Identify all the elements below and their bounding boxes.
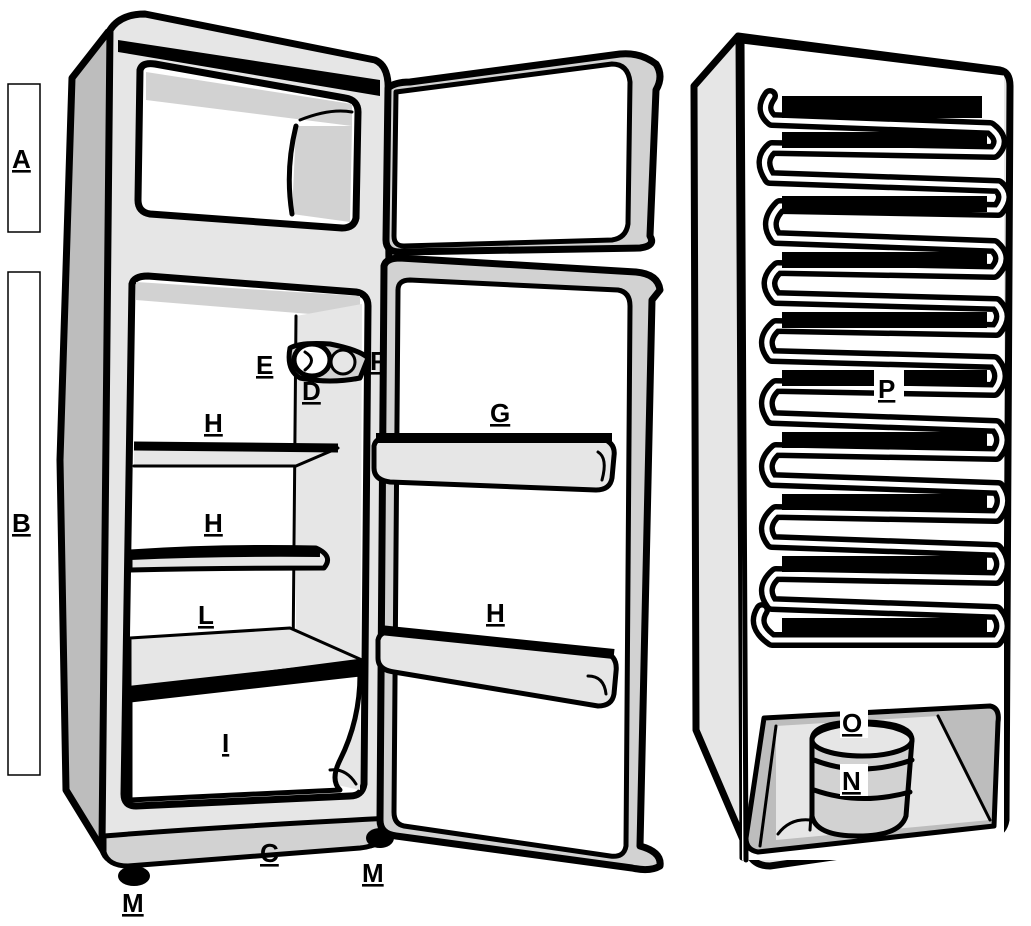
label-p: P [878, 374, 895, 404]
freezer-compartment [134, 60, 362, 232]
label-b: B [12, 508, 31, 538]
section-bracket-a [7, 83, 41, 233]
label-h-upper-shelf: H [204, 408, 223, 438]
label-h-middle-shelf: H [204, 508, 223, 538]
label-l: L [198, 600, 214, 630]
label-a: A [12, 144, 31, 174]
label-m-right: M [362, 858, 384, 888]
label-i: I [222, 728, 229, 758]
thermostat-control [286, 341, 371, 384]
door-rack-upper [371, 433, 617, 493]
fridge-door [376, 254, 664, 874]
freezer-door [382, 50, 664, 256]
label-n: N [842, 766, 861, 796]
door-rack-lower [375, 625, 619, 709]
adjustable-foot-left [118, 866, 150, 886]
label-h-door-rack: H [486, 598, 505, 628]
fridge-shelf-upper [132, 441, 340, 468]
crisper-drawer [127, 671, 363, 803]
label-d: D [302, 376, 321, 406]
fridge-shelf-middle [127, 545, 331, 573]
label-o: O [842, 708, 862, 738]
label-c: C [260, 838, 279, 868]
section-bracket-b [7, 271, 41, 776]
label-m-left: M [122, 888, 144, 918]
label-g: G [490, 398, 510, 428]
label-f: F [370, 346, 386, 376]
label-e: E [256, 350, 273, 380]
